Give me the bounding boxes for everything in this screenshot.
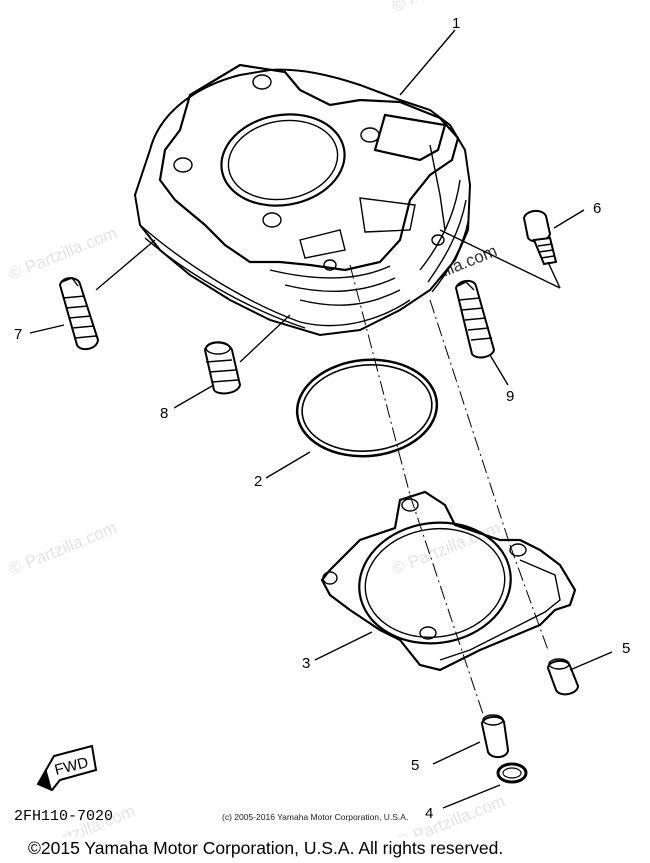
callout-4: 4 (425, 805, 433, 822)
fwd-arrow-icon: FWD (36, 744, 98, 792)
callout-3: 3 (302, 655, 310, 672)
cylinder (133, 63, 472, 337)
watermark: © Partzilla.com (6, 223, 119, 284)
alignment-lines (349, 264, 549, 721)
callout-5-lower: 5 (411, 757, 419, 774)
footer-copyright: ©2015 Yamaha Motor Corporation, U.S.A. A… (0, 837, 650, 863)
base-gasket (320, 490, 577, 672)
callouts: 1 2 3 4 5 5 6 7 8 9 (14, 15, 630, 822)
watermark: © Partzilla.com (389, 518, 502, 579)
stud-bolt-8 (203, 341, 242, 395)
inner-copyright: (c) 2005-2016 Yamaha Motor Corporation, … (222, 812, 408, 822)
footer-copyright-text: ©2015 Yamaha Motor Corporation, U.S.A. A… (28, 838, 504, 858)
callout-5-upper: 5 (622, 640, 630, 657)
callout-6: 6 (593, 200, 601, 217)
watermark: © Partzilla.com (6, 518, 119, 579)
bolt (522, 210, 558, 266)
stud-bolt-9 (454, 280, 496, 359)
stud-bolt-7 (58, 277, 100, 351)
small-o-ring (496, 762, 528, 784)
watermark: © Partzilla.com (389, 0, 502, 16)
o-ring (295, 358, 439, 458)
callout-7: 7 (14, 326, 22, 343)
callout-8: 8 (160, 405, 168, 422)
callout-9: 9 (506, 388, 514, 405)
dowel-pin-lower (480, 714, 510, 758)
part-code: 2FH110-7020 (14, 808, 113, 825)
dowel-pin-upper (546, 658, 580, 696)
callout-2: 2 (254, 473, 262, 490)
callout-1: 1 (452, 15, 460, 32)
leader-lines (29, 29, 613, 809)
